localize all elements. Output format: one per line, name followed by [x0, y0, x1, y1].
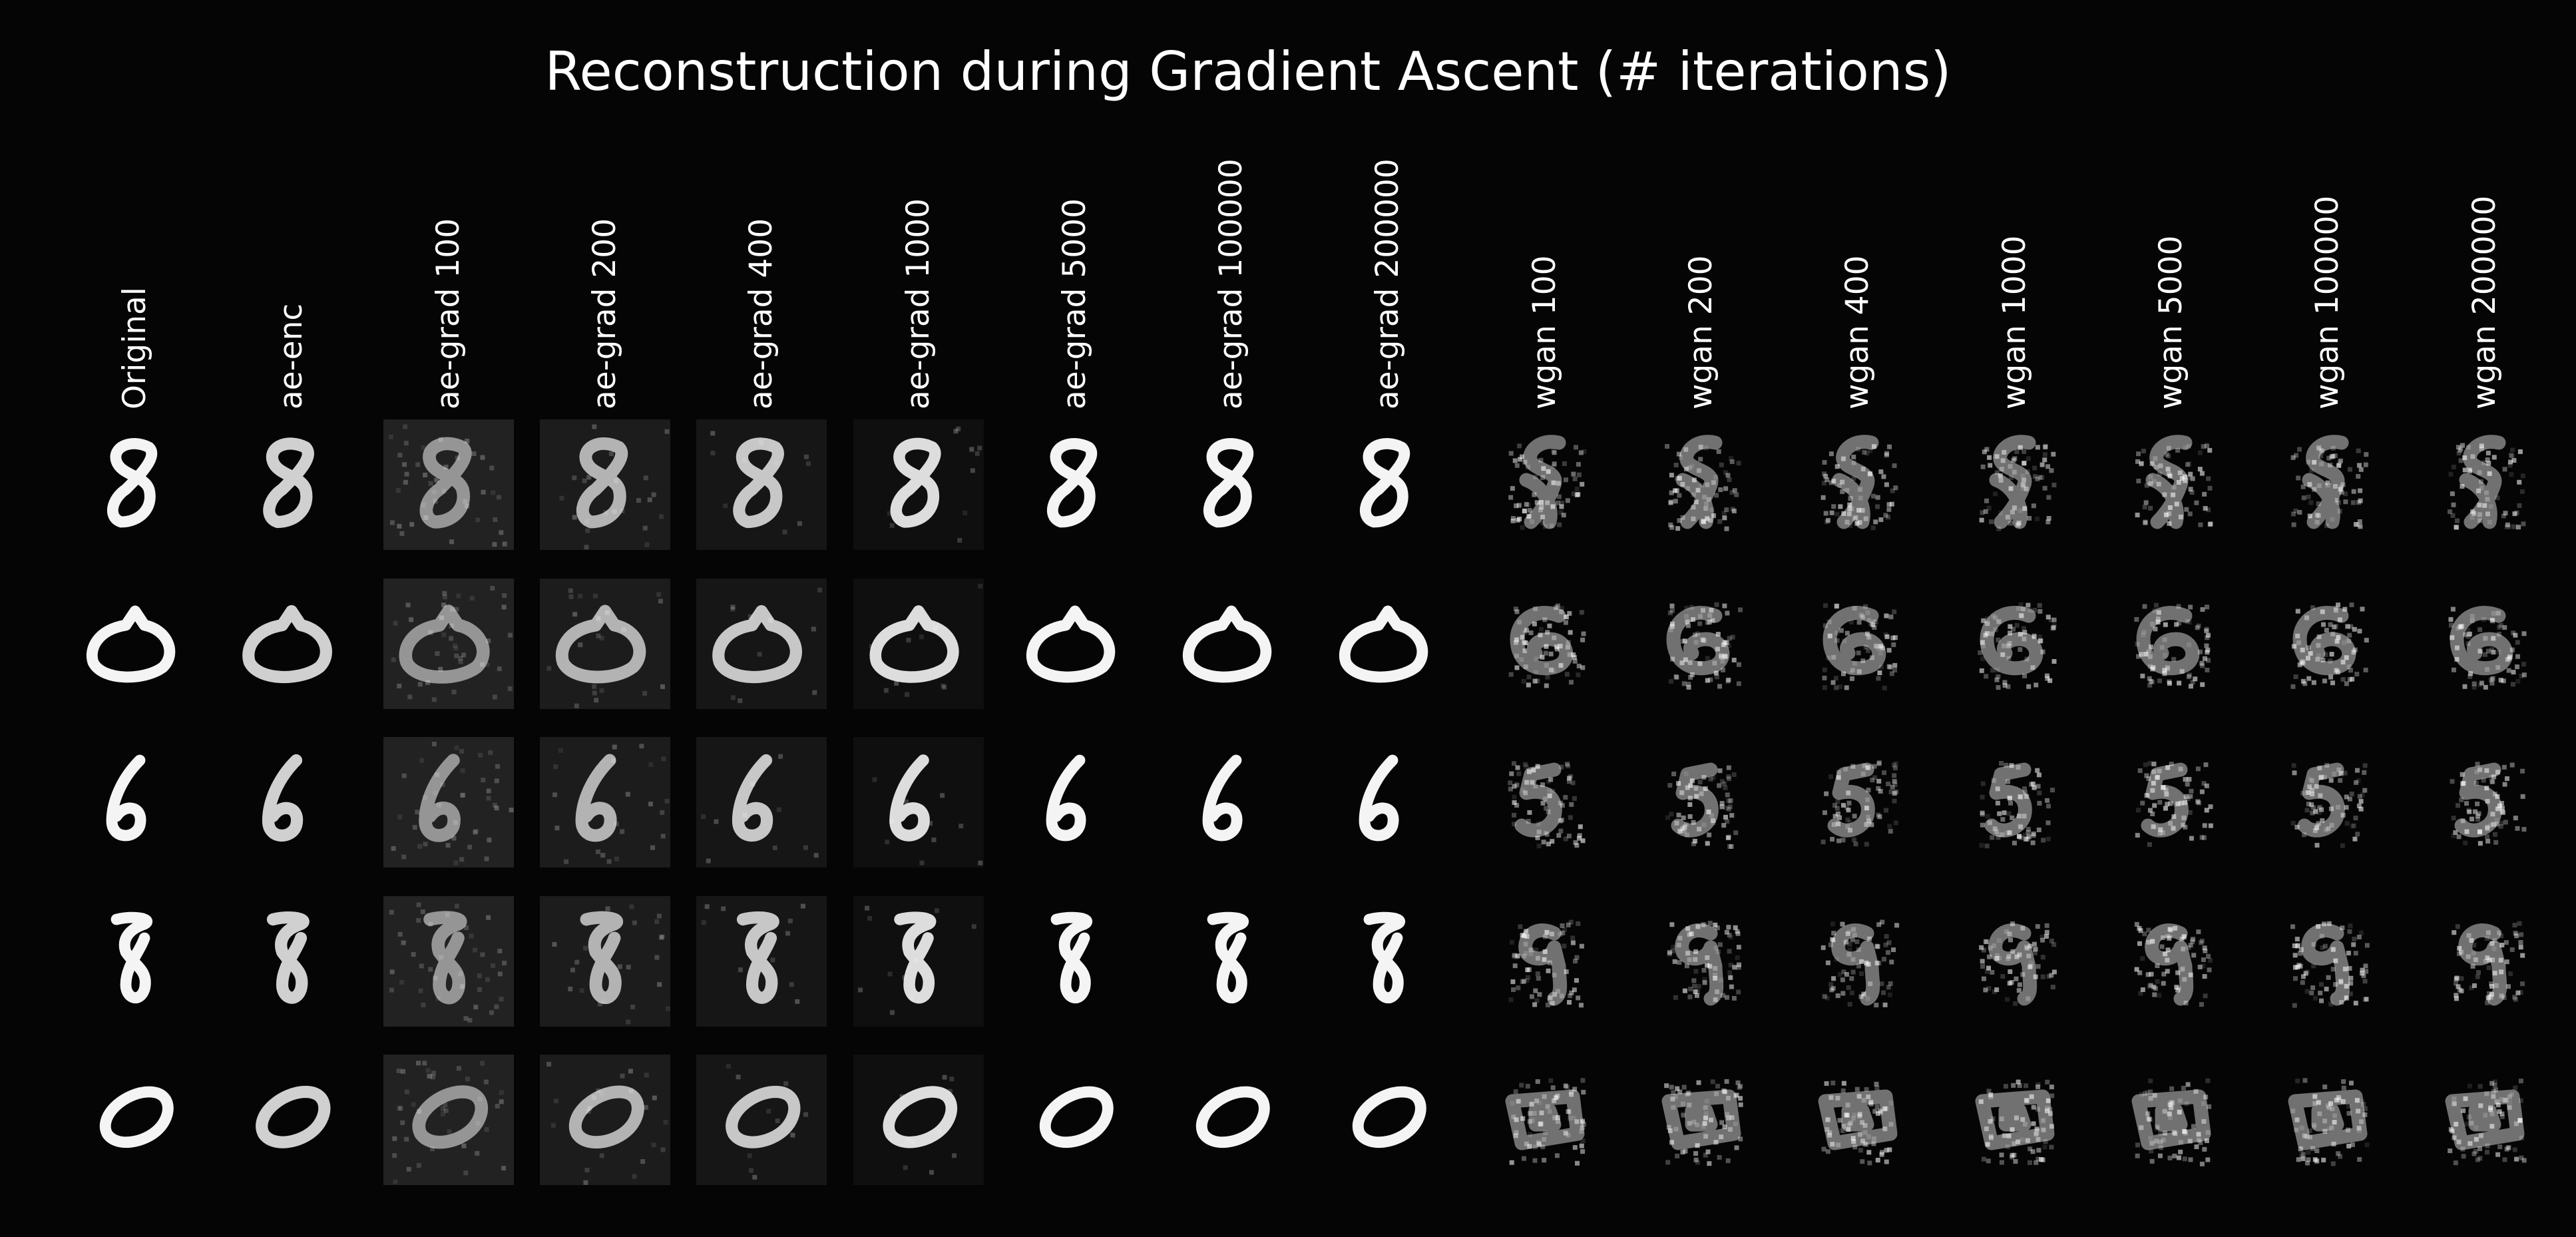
column-label: wgan 200: [1683, 255, 1719, 409]
digit-image: [1950, 737, 2080, 867]
digit-image: [383, 1055, 514, 1185]
digit-image: [383, 737, 514, 867]
column-label: ae-grad 100000: [1213, 158, 1250, 409]
digit-image: [1166, 1055, 1297, 1185]
digit-image: [696, 737, 827, 867]
column-label: wgan 400: [1839, 255, 1876, 409]
digit-image: [1636, 1055, 1767, 1185]
digit-image: [853, 1055, 984, 1185]
digit-image: [1323, 896, 1453, 1027]
digit-image: [1166, 896, 1297, 1027]
digit-image: [1636, 579, 1767, 709]
column-label: Original: [116, 287, 153, 409]
digit-image: [2420, 896, 2550, 1027]
column-label: ae-grad 200: [586, 218, 623, 409]
digit-image: [1480, 419, 1610, 550]
digit-image: [383, 895, 514, 1027]
digit-image: [853, 737, 984, 867]
digit-image: [70, 419, 200, 550]
digit-image: [1323, 1055, 1453, 1185]
digit-image: [226, 419, 357, 550]
digit-image: [2106, 896, 2237, 1027]
digit-image: [383, 578, 514, 709]
digit-image: [539, 895, 670, 1027]
digit-image: [1323, 737, 1453, 867]
digit-image: [696, 578, 827, 709]
digit-image: [70, 737, 200, 867]
digit-image: [226, 896, 357, 1027]
column-label: ae-enc: [273, 303, 310, 409]
digit-image: [2262, 579, 2393, 709]
digit-image: [539, 737, 670, 867]
digit-image: [2420, 737, 2550, 867]
digit-image: [2106, 579, 2237, 709]
digit-image: [1010, 1055, 1140, 1185]
column-label: wgan 200000: [2466, 195, 2503, 409]
digit-image: [1636, 419, 1767, 550]
digit-image: [2420, 1055, 2550, 1185]
digit-image: [70, 896, 200, 1027]
column-label: wgan 1000: [1996, 235, 2033, 409]
digit-image: [2420, 419, 2550, 550]
digit-image: [2262, 1055, 2393, 1185]
digit-image: [696, 419, 827, 550]
digit-image: [2262, 896, 2393, 1027]
digit-image: [696, 895, 827, 1027]
digit-image: [226, 1055, 357, 1185]
digit-image: [2420, 579, 2550, 709]
digit-image: [1010, 419, 1140, 550]
digit-image: [2106, 1055, 2237, 1185]
digit-image: [1950, 579, 2080, 709]
digit-image: [2106, 419, 2237, 550]
digit-image: [539, 578, 670, 709]
digit-image: [2262, 419, 2393, 550]
digit-image: [1166, 419, 1297, 550]
digit-image: [1010, 737, 1140, 867]
digit-image: [1793, 419, 1923, 550]
digit-image: [226, 579, 357, 709]
digit-image: [1793, 579, 1923, 709]
digit-image: [696, 1055, 827, 1185]
digit-image: [1323, 419, 1453, 550]
digit-image: [1950, 896, 2080, 1027]
digit-image: [70, 1055, 200, 1185]
digit-image: [1480, 896, 1610, 1027]
digit-image: [1480, 1055, 1610, 1185]
digit-image: [1010, 579, 1140, 709]
digit-image: [70, 579, 200, 709]
digit-image: [539, 419, 670, 550]
digit-image: [1480, 579, 1610, 709]
digit-image: [1950, 419, 2080, 550]
digit-image: [1793, 1055, 1923, 1185]
digit-image: [2106, 737, 2237, 867]
column-label: wgan 5000: [2152, 235, 2189, 409]
digit-image: [1323, 579, 1453, 709]
digit-image: [1950, 1055, 2080, 1185]
digit-image: [1480, 737, 1610, 867]
digit-image: [1793, 737, 1923, 867]
digit-image: [853, 578, 984, 709]
digit-image: [853, 895, 984, 1027]
digit-image: [1166, 579, 1297, 709]
digit-image: [2262, 737, 2393, 867]
digit-image: [853, 419, 984, 550]
digit-image: [226, 737, 357, 867]
column-label: ae-grad 200000: [1369, 158, 1406, 409]
digit-image: [1166, 737, 1297, 867]
column-label: wgan 100: [1526, 255, 1563, 409]
digit-image: [1010, 896, 1140, 1027]
digit-image: [383, 419, 514, 550]
column-label: wgan 100000: [2309, 195, 2346, 409]
digit-image: [1636, 737, 1767, 867]
column-label: ae-grad 100: [429, 218, 467, 409]
column-label: ae-grad 5000: [1056, 198, 1093, 409]
digit-image: [539, 1055, 670, 1185]
figure-title: Reconstruction during Gradient Ascent (#…: [544, 41, 1952, 103]
column-label: ae-grad 1000: [899, 198, 937, 409]
column-label: ae-grad 400: [743, 218, 780, 409]
digit-image: [1636, 896, 1767, 1027]
digit-image: [1793, 896, 1923, 1027]
